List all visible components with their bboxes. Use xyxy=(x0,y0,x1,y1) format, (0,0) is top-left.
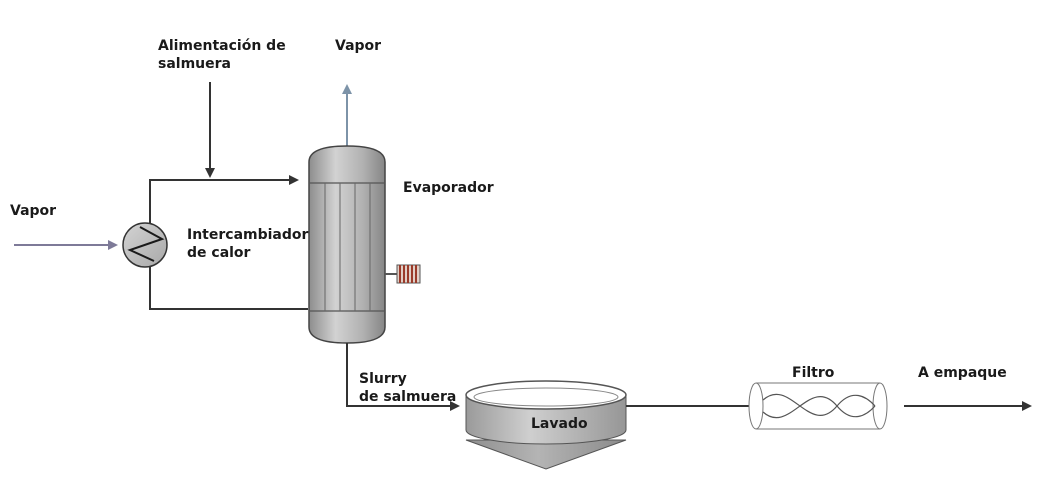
slurry-label: Slurry de salmuera xyxy=(359,370,456,406)
vapor-outlet-label: Vapor xyxy=(335,38,382,54)
slurry-line xyxy=(346,343,460,411)
to-packaging-label: A empaque xyxy=(918,365,1007,381)
brine-feed-label-line1: Alimentación de xyxy=(158,38,286,54)
washing-label: Lavado xyxy=(531,416,588,432)
evaporator-label: Evaporador xyxy=(403,180,494,196)
slurry-label-line1: Slurry xyxy=(359,371,407,387)
brine-feed-label-line2: salmuera xyxy=(158,56,231,72)
heating-coil xyxy=(385,264,421,284)
filter-label: Filtro xyxy=(792,365,835,381)
heat-exchanger-label: Intercambiador de calor xyxy=(187,226,308,262)
steam-inlet-label: Vapor xyxy=(10,203,57,219)
heat-exchanger xyxy=(122,222,168,268)
exchanger-to-evaporator-line xyxy=(149,175,299,225)
heat-exchanger-label-line1: Intercambiador xyxy=(187,227,309,243)
washing-tank xyxy=(465,380,627,470)
filter-unit xyxy=(748,382,888,430)
heat-exchanger-label-line2: de calor xyxy=(187,245,251,261)
brine-feed-label: Alimentación de salmuera xyxy=(158,37,286,73)
evaporator-vessel xyxy=(308,145,386,344)
evaporator-return-line xyxy=(149,265,308,310)
slurry-label-line2: de salmuera xyxy=(359,389,457,405)
